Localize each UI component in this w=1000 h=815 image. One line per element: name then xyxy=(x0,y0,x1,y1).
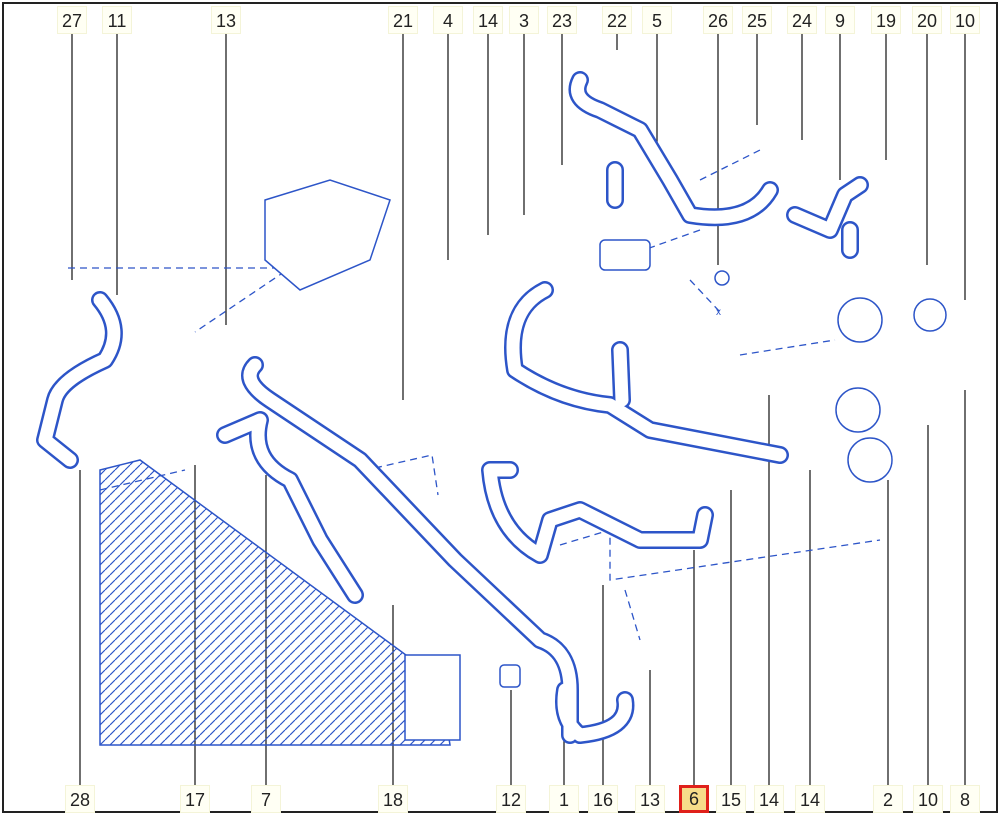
marker-x: x xyxy=(716,307,721,318)
top-callout-label[interactable]: 20 xyxy=(912,6,942,34)
water-pump-lower xyxy=(847,437,893,483)
bottom-callout-label[interactable]: 2 xyxy=(873,785,903,813)
components xyxy=(264,179,947,741)
top-callout-label[interactable]: 9 xyxy=(825,6,855,34)
top-callout-label[interactable]: 10 xyxy=(950,6,980,34)
top-callout-label[interactable]: 27 xyxy=(57,6,87,34)
top-callout-label[interactable]: 13 xyxy=(211,6,241,34)
top-callout-label[interactable]: 24 xyxy=(787,6,817,34)
top-callout-label[interactable]: 11 xyxy=(102,6,132,34)
clamp-ring-10-top xyxy=(913,298,947,332)
bottom-callout-label[interactable]: 7 xyxy=(251,785,281,813)
clamp-ring-10-bottom xyxy=(835,387,881,433)
top-callout-label[interactable]: 5 xyxy=(642,6,672,34)
top-callout-label[interactable]: 26 xyxy=(703,6,733,34)
bottom-callout-label[interactable]: 15 xyxy=(716,785,746,813)
top-callout-label[interactable]: 3 xyxy=(509,6,539,34)
leader-lines xyxy=(71,34,966,785)
top-callout-label[interactable]: 4 xyxy=(433,6,463,34)
bottom-callout-label[interactable]: 12 xyxy=(496,785,526,813)
top-callout-label[interactable]: 19 xyxy=(871,6,901,34)
bottom-callout-label[interactable]: 1 xyxy=(549,785,579,813)
top-callout-label[interactable]: 25 xyxy=(742,6,772,34)
expansion-tank xyxy=(264,179,391,291)
valve-3 xyxy=(599,239,651,271)
bottom-callout-label[interactable]: 17 xyxy=(180,785,210,813)
clamp-12 xyxy=(499,664,521,688)
bottom-callout-label[interactable]: 14 xyxy=(795,785,825,813)
top-callout-label[interactable]: 23 xyxy=(547,6,577,34)
bottom-callout-label[interactable]: 28 xyxy=(65,785,95,813)
bottom-callout-label[interactable]: 18 xyxy=(378,785,408,813)
top-callout-label[interactable]: 21 xyxy=(388,6,418,34)
bottom-callout-label[interactable]: 16 xyxy=(588,785,618,813)
top-callout-label[interactable]: 14 xyxy=(473,6,503,34)
bottom-callout-label[interactable]: 6 xyxy=(679,785,709,813)
bottom-callout-label[interactable]: 10 xyxy=(913,785,943,813)
bottom-callout-label[interactable]: 13 xyxy=(635,785,665,813)
radiator-tank xyxy=(404,654,461,741)
bottom-callout-label[interactable]: 14 xyxy=(754,785,784,813)
top-callout-label[interactable]: 22 xyxy=(602,6,632,34)
water-pump-upper xyxy=(837,297,883,343)
bottom-callout-label[interactable]: 8 xyxy=(950,785,980,813)
nut-26 xyxy=(714,270,730,286)
